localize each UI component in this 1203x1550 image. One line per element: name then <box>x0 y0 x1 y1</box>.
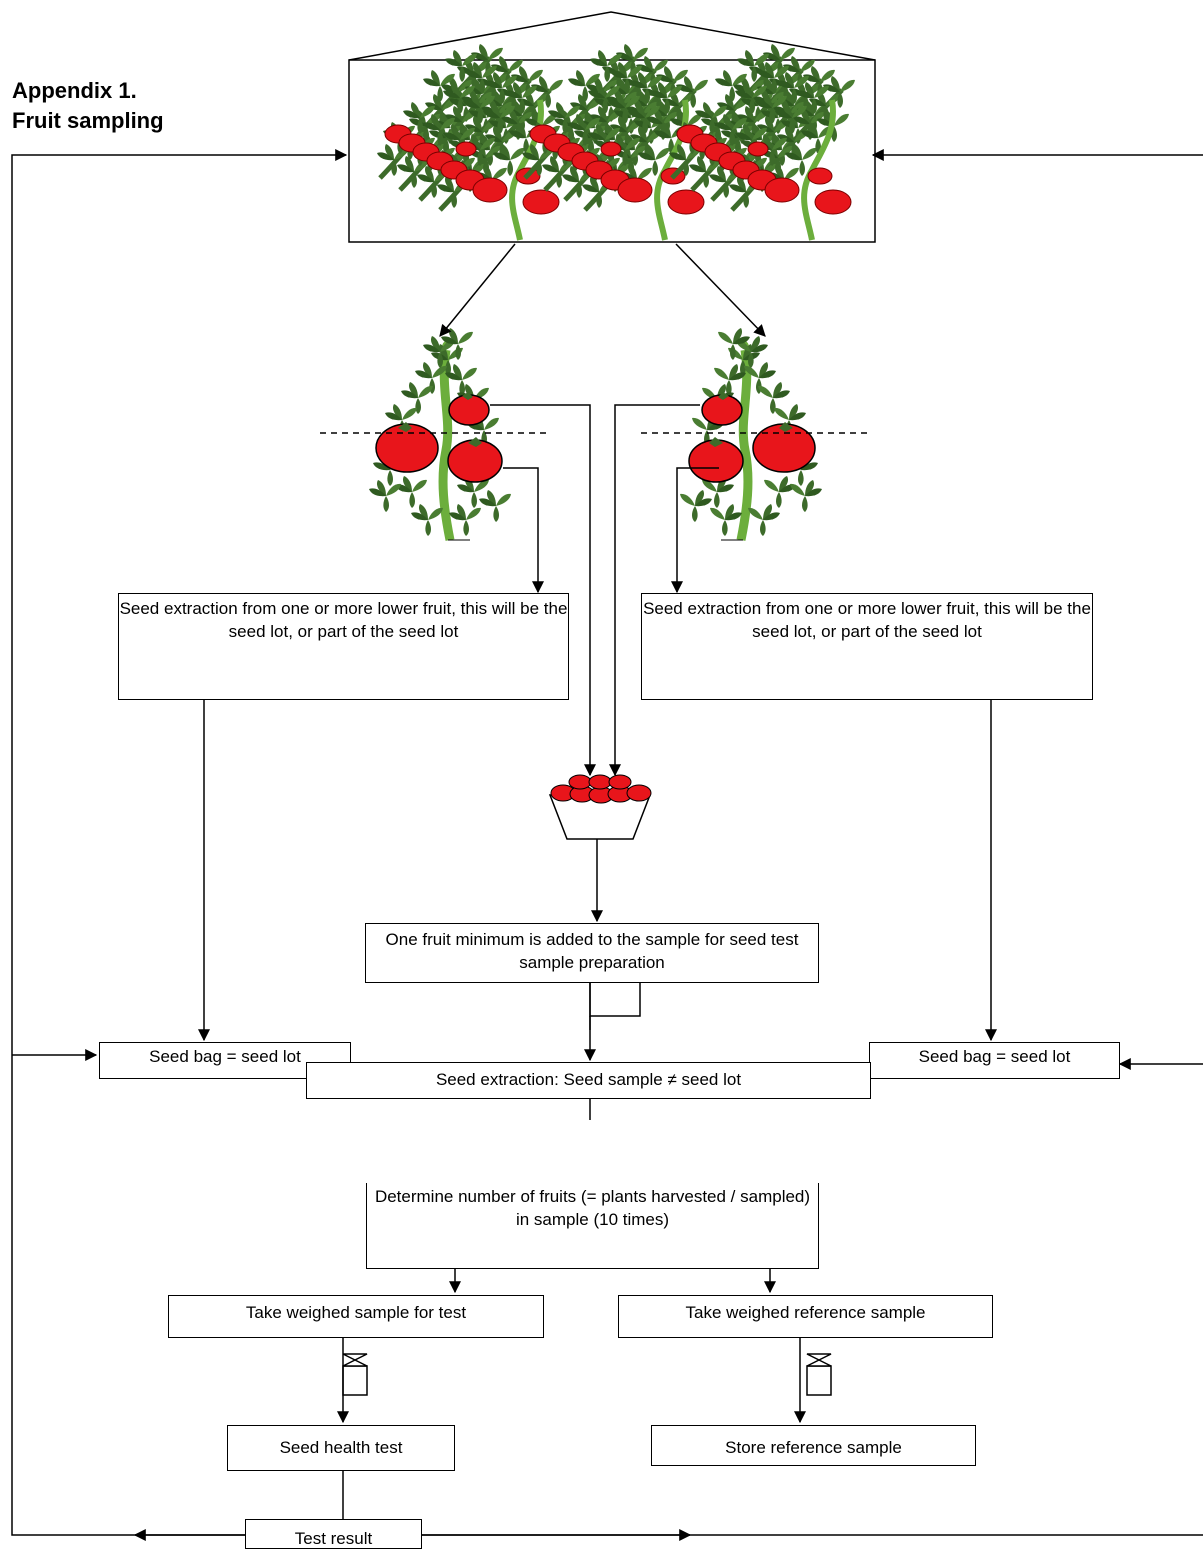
seed-bag-right-text: Seed bag = seed lot <box>918 1047 1071 1066</box>
extraction-box-right: Seed extraction from one or more lower f… <box>641 593 1093 700</box>
weighed-reference-text: Take weighed reference sample <box>685 1303 926 1322</box>
fruit-added-box: One fruit minimum is added to the sample… <box>365 923 819 983</box>
title-line-2: Fruit sampling <box>12 108 164 133</box>
weighed-test-box: Take weighed sample for test <box>168 1295 544 1338</box>
extraction-text-left: Seed extraction from one or more lower f… <box>119 599 568 641</box>
title-line-1: Appendix 1. <box>12 78 137 103</box>
store-reference-text: Store reference sample <box>725 1438 902 1457</box>
weighed-reference-box: Take weighed reference sample <box>618 1295 993 1338</box>
extraction-text-right: Seed extraction from one or more lower f… <box>643 599 1091 641</box>
health-test-box: Seed health test <box>227 1425 455 1471</box>
seed-bag-right-box: Seed bag = seed lot <box>869 1042 1120 1079</box>
weighed-test-text: Take weighed sample for test <box>245 1303 467 1322</box>
seed-bag-left-text: Seed bag = seed lot <box>149 1047 301 1066</box>
sample-container-icon <box>342 1353 368 1396</box>
test-result-box: Test result <box>245 1519 422 1549</box>
extraction-box-left: Seed extraction from one or more lower f… <box>118 593 569 700</box>
page-title: Appendix 1. Fruit sampling <box>12 76 164 136</box>
connector-lines <box>11 149 1203 1541</box>
seed-extraction-box: Seed extraction: Seed sample ≠ seed lot <box>306 1062 871 1099</box>
store-reference-box: Store reference sample <box>651 1425 976 1466</box>
tomato-plant-icon <box>369 328 511 541</box>
fruit-added-text: One fruit minimum is added to the sample… <box>385 930 799 972</box>
sample-container-icon <box>806 1353 832 1396</box>
determine-number-box: Determine number of fruits (= plants har… <box>366 1183 819 1269</box>
test-result-text: Test result <box>294 1529 373 1548</box>
seed-extraction-text: Seed extraction: Seed sample ≠ seed lot <box>435 1070 742 1089</box>
health-test-text: Seed health test <box>279 1438 403 1457</box>
fruit-basket-icon <box>548 774 652 840</box>
determine-number-text: Determine number of fruits (= plants har… <box>374 1187 811 1229</box>
tomato-plant-icon <box>680 328 822 540</box>
greenhouse-icon <box>348 11 876 242</box>
seed-bag-left-box: Seed bag = seed lot <box>99 1042 351 1079</box>
